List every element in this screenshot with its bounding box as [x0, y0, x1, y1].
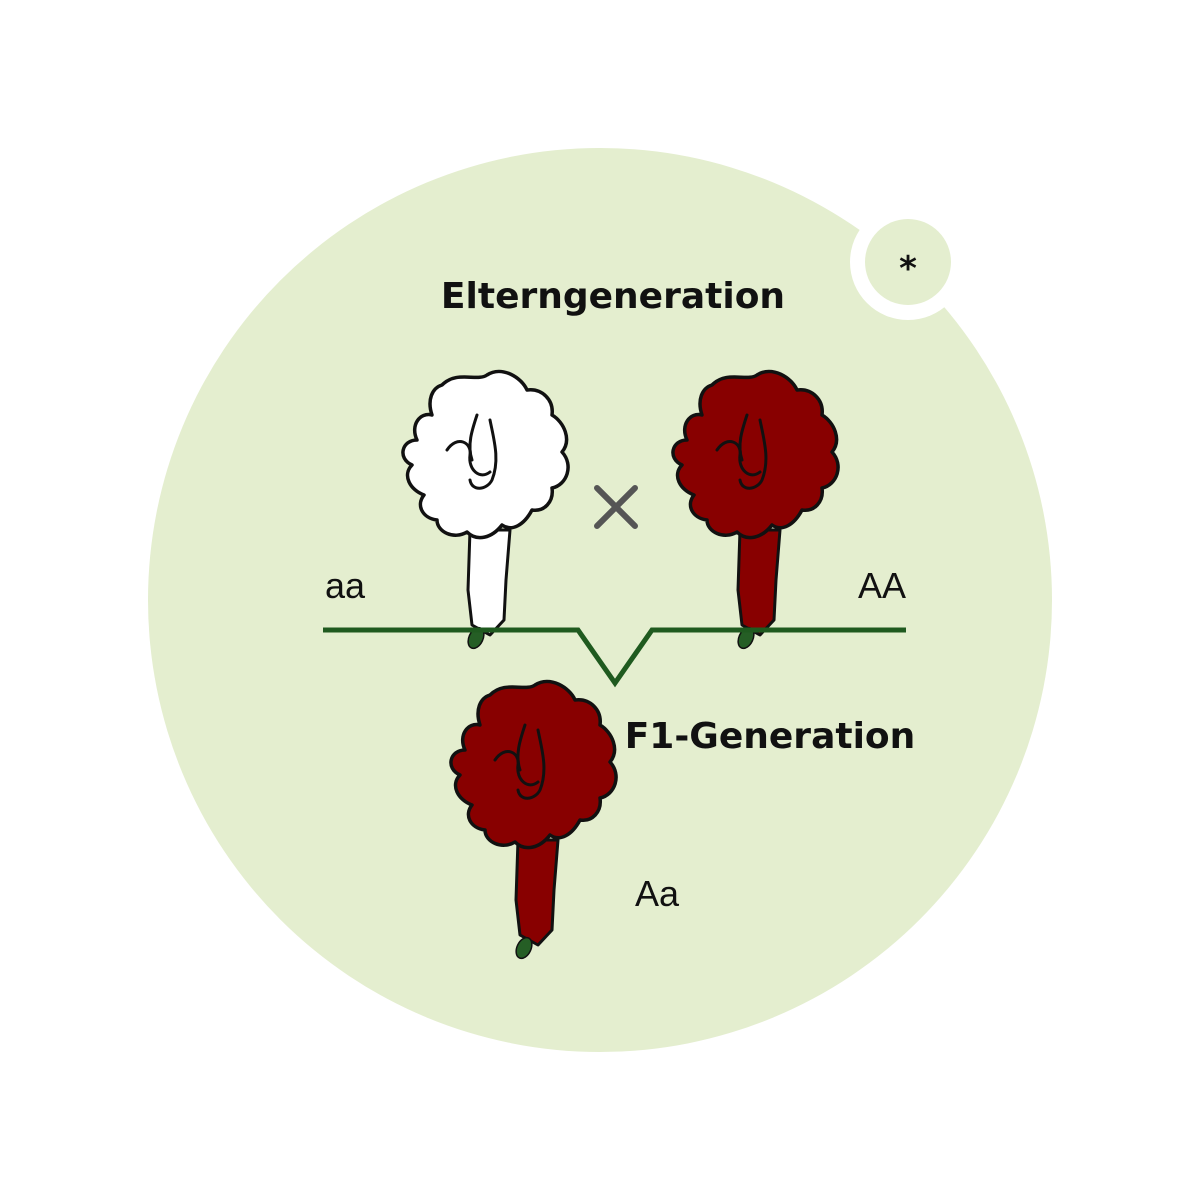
left-parent-genotype: aa	[325, 565, 366, 606]
f1-offspring-genotype: Aa	[635, 873, 680, 914]
background-circle	[148, 148, 1052, 1052]
asterisk-icon: *	[899, 249, 917, 289]
f1-generation-heading: F1-Generation	[625, 716, 916, 757]
cross-connector-line	[323, 627, 906, 688]
badge	[865, 219, 951, 305]
right-parent-genotype: AA	[858, 565, 906, 606]
parent-generation-heading: Elterngeneration	[441, 276, 785, 317]
cross-icon	[594, 485, 638, 529]
